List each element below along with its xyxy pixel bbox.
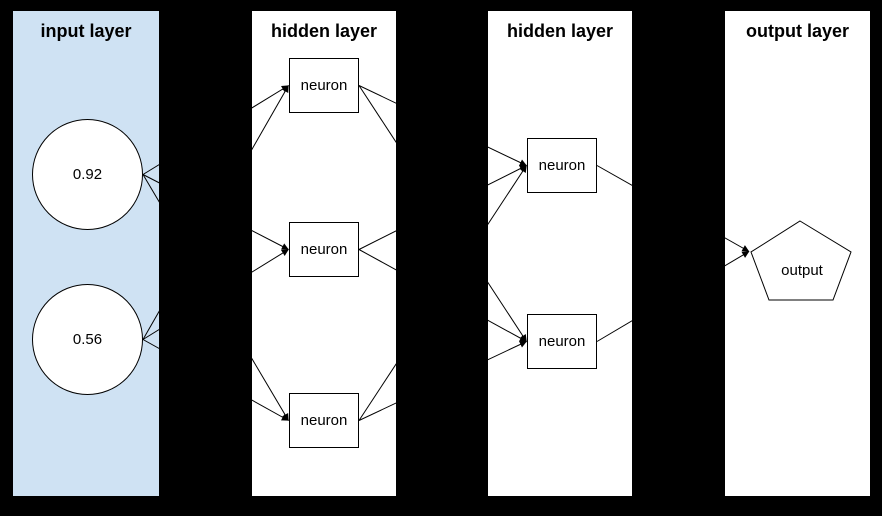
hidden1-neuron-2-label: neuron bbox=[300, 241, 348, 258]
layer-panel-input: input layer bbox=[13, 11, 159, 496]
layer-title-output: output layer bbox=[745, 21, 849, 41]
layer-title-hidden-1: hidden layer bbox=[270, 21, 378, 41]
output-node-shape bbox=[750, 220, 852, 301]
hidden2-neuron-1: neuron bbox=[527, 138, 597, 193]
hidden1-neuron-3-label: neuron bbox=[300, 412, 348, 429]
hidden1-neuron-1: neuron bbox=[289, 58, 359, 113]
output-node-label: output bbox=[781, 262, 823, 279]
hidden1-neuron-1-label: neuron bbox=[300, 77, 348, 94]
input-node-2-value: 0.56 bbox=[72, 331, 103, 348]
hidden2-neuron-1-label: neuron bbox=[538, 157, 586, 174]
hidden2-neuron-2: neuron bbox=[527, 314, 597, 369]
hidden1-neuron-2: neuron bbox=[289, 222, 359, 277]
input-node-2: 0.56 bbox=[32, 284, 143, 395]
layer-panel-hidden-2: hidden layer bbox=[488, 11, 632, 496]
input-node-1-value: 0.92 bbox=[72, 166, 103, 183]
hidden1-neuron-3: neuron bbox=[289, 393, 359, 448]
hidden2-neuron-2-label: neuron bbox=[538, 333, 586, 350]
input-node-1: 0.92 bbox=[32, 119, 143, 230]
layer-title-input: input layer bbox=[40, 21, 132, 41]
layer-title-hidden-2: hidden layer bbox=[506, 21, 614, 41]
